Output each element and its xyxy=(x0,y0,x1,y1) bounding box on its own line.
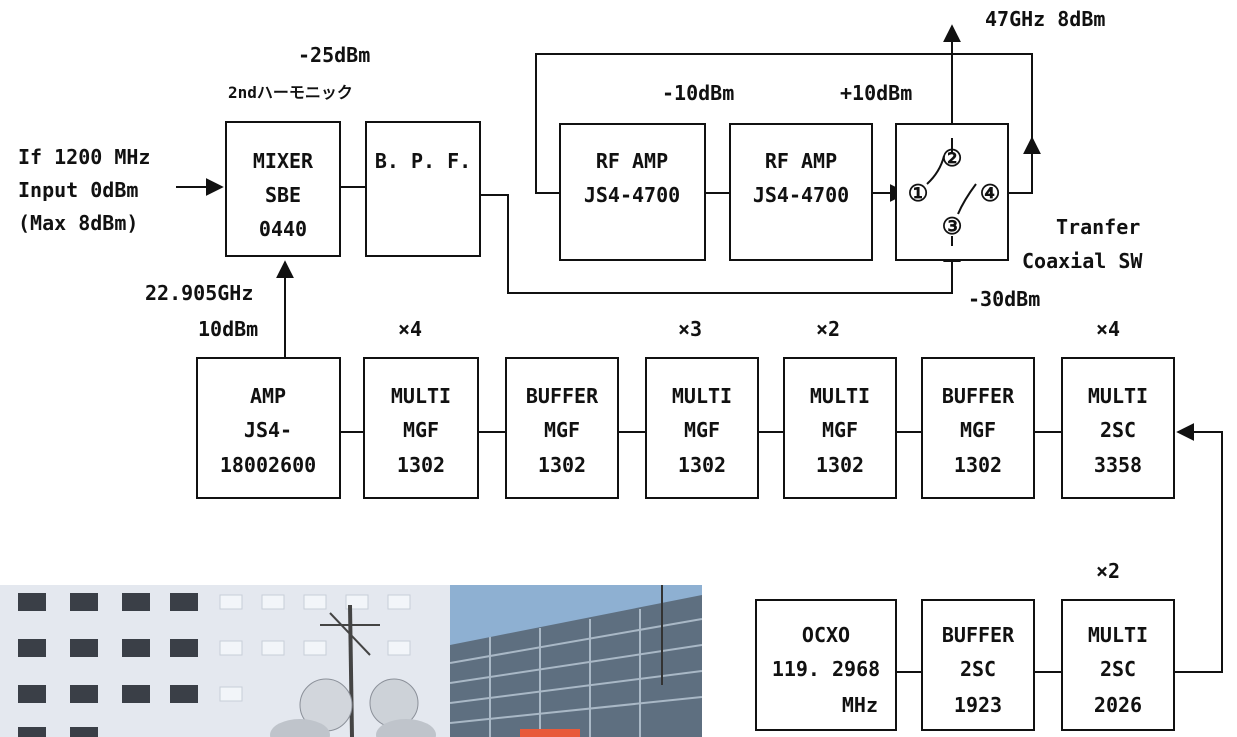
svg-text:JS4-4700: JS4-4700 xyxy=(753,183,849,207)
switch-port-4: ④ xyxy=(980,181,1001,207)
svg-text:SBE: SBE xyxy=(265,183,301,207)
glass-building-photo xyxy=(450,585,702,737)
svg-text:119. 2968: 119. 2968 xyxy=(772,657,880,681)
svg-text:RF AMP: RF AMP xyxy=(765,149,837,173)
rf-amp-1-block: RF AMP JS4-4700 xyxy=(559,123,706,261)
svg-text:MULTI: MULTI xyxy=(810,384,870,408)
buffer-2-block: BUFFER MGF 1302 xyxy=(921,357,1035,499)
switch-port-1: ① xyxy=(908,181,929,207)
svg-text:AMP: AMP xyxy=(250,384,286,408)
switch-label-2: Coaxial SW xyxy=(1022,249,1143,273)
mixer-block: MIXER SBE 0440 xyxy=(225,121,341,257)
svg-text:18002600: 18002600 xyxy=(220,453,316,477)
svg-text:JS4-4700: JS4-4700 xyxy=(584,183,680,207)
svg-text:1302: 1302 xyxy=(397,453,445,477)
rf-level-2-label: +10dBm xyxy=(840,81,912,105)
harmonic-label: 2ndハーモニック xyxy=(228,83,353,102)
wire-multi5-to-multi4 xyxy=(1174,423,1223,673)
buffer-1-block: BUFFER MGF 1302 xyxy=(505,357,619,499)
svg-text:MIXER: MIXER xyxy=(253,149,314,173)
multi-5-block: MULTI 2SC 2026 xyxy=(1061,599,1175,731)
input-label-1: If 1200 MHz xyxy=(18,145,150,169)
multi-4-block: MULTI 2SC 3358 xyxy=(1061,357,1175,499)
lo-freq-label: 22.905GHz xyxy=(145,281,253,305)
svg-text:MGF: MGF xyxy=(960,418,996,442)
svg-text:MULTI: MULTI xyxy=(672,384,732,408)
rf-level-1-label: -10dBm xyxy=(662,81,734,105)
wire-bpf-to-switch xyxy=(480,194,961,294)
svg-text:1302: 1302 xyxy=(954,453,1002,477)
svg-text:MGF: MGF xyxy=(684,418,720,442)
svg-text:JS4-: JS4- xyxy=(244,418,292,442)
multi-3-block: MULTI MGF 1302 xyxy=(783,357,897,499)
svg-text:OCXO: OCXO xyxy=(802,623,850,647)
svg-text:MHz: MHz xyxy=(842,693,878,717)
svg-text:1302: 1302 xyxy=(816,453,864,477)
mult-factor-3: ×2 xyxy=(816,317,840,341)
svg-text:MGF: MGF xyxy=(544,418,580,442)
svg-text:MGF: MGF xyxy=(403,418,439,442)
svg-text:BUFFER: BUFFER xyxy=(942,384,1015,408)
svg-text:RF AMP: RF AMP xyxy=(596,149,668,173)
ocxo-block: OCXO 119. 2968 MHz xyxy=(755,599,897,731)
wire-loop xyxy=(535,53,1033,194)
buffer-3-block: BUFFER 2SC 1923 xyxy=(921,599,1035,731)
svg-text:0440: 0440 xyxy=(259,217,307,241)
input-label-3: (Max 8dBm) xyxy=(18,211,138,235)
svg-text:BUFFER: BUFFER xyxy=(526,384,599,408)
input-label-2: Input 0dBm xyxy=(18,178,138,202)
svg-text:2026: 2026 xyxy=(1094,693,1142,717)
rf-amp-2-block: RF AMP JS4-4700 xyxy=(729,123,873,261)
output-label: 47GHz 8dBm xyxy=(985,7,1105,31)
svg-text:1302: 1302 xyxy=(678,453,726,477)
switch-label-1: Tranfer xyxy=(1056,215,1140,239)
top-power-label: -25dBm xyxy=(298,43,370,67)
bypass-level-label: -30dBm xyxy=(968,287,1040,311)
svg-text:1923: 1923 xyxy=(954,693,1002,717)
svg-text:BUFFER: BUFFER xyxy=(942,623,1015,647)
switch-port-3: ③ xyxy=(942,214,963,240)
svg-text:MULTI: MULTI xyxy=(1088,623,1148,647)
lo-power-label: 10dBm xyxy=(198,317,258,341)
svg-text:B. P. F.: B. P. F. xyxy=(375,149,471,173)
coaxial-switch: ① ② ③ ④ xyxy=(895,123,1009,261)
svg-text:2SC: 2SC xyxy=(1100,418,1136,442)
mult-factor-2: ×3 xyxy=(678,317,702,341)
svg-text:3358: 3358 xyxy=(1094,453,1142,477)
building-photo xyxy=(0,585,450,737)
switch-port-2: ② xyxy=(942,146,963,172)
svg-text:2SC: 2SC xyxy=(1100,657,1136,681)
svg-text:MULTI: MULTI xyxy=(391,384,451,408)
amp-block: AMP JS4- 18002600 xyxy=(196,357,341,499)
svg-text:1302: 1302 xyxy=(538,453,586,477)
mult-factor-4: ×4 xyxy=(1096,317,1120,341)
multi-2-block: MULTI MGF 1302 xyxy=(645,357,759,499)
svg-text:2SC: 2SC xyxy=(960,657,996,681)
multi-1-block: MULTI MGF 1302 xyxy=(363,357,479,499)
bpf-block: B. P. F. xyxy=(365,121,481,257)
mult-factor-1: ×4 xyxy=(398,317,422,341)
svg-text:MULTI: MULTI xyxy=(1088,384,1148,408)
svg-text:MGF: MGF xyxy=(822,418,858,442)
mult-factor-5: ×2 xyxy=(1096,559,1120,583)
